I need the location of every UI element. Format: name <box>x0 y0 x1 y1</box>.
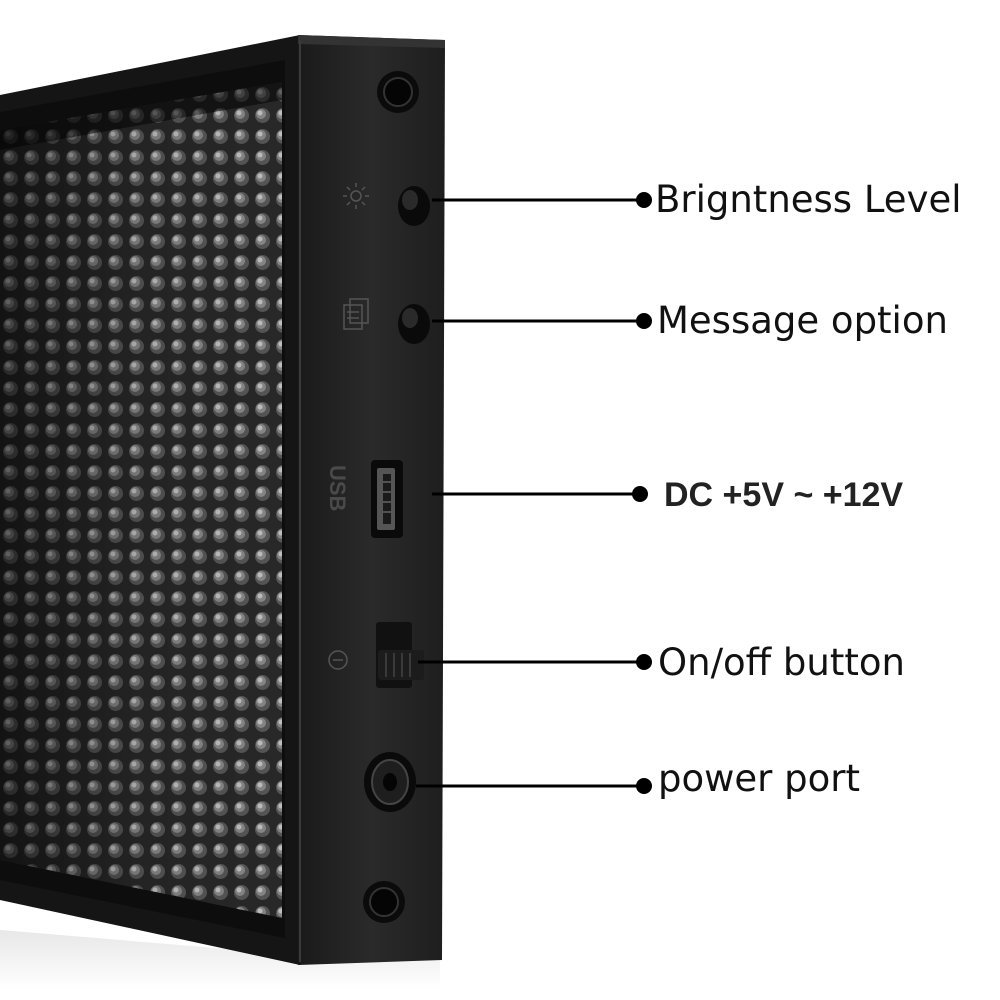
message-option-button[interactable] <box>398 304 430 344</box>
callout-label-message: Message option <box>657 299 948 342</box>
led-matrix <box>0 82 282 918</box>
mounting-hole-bottom <box>363 881 405 923</box>
callout-label-brightness: Brigntness Level <box>655 178 962 221</box>
brightness-button[interactable] <box>398 186 430 226</box>
floor-shadow <box>0 930 440 990</box>
callout-dot-power <box>636 778 652 794</box>
document-stack-icon <box>343 298 369 330</box>
power-symbol-icon <box>328 650 348 670</box>
callout-label-dc: DC +5V ~ +12V <box>664 476 904 514</box>
callout-dot-dc <box>632 486 648 502</box>
callout-label-onoff: On/off button <box>658 641 905 684</box>
mounting-hole-top <box>377 71 419 113</box>
callout-label-power: power port <box>658 757 860 800</box>
power-port[interactable] <box>364 752 416 812</box>
callout-dot-onoff <box>636 654 652 670</box>
on-off-switch[interactable] <box>376 622 424 688</box>
usb-label: USB <box>325 465 350 511</box>
callout-dot-message <box>636 313 652 329</box>
callout-dots <box>632 192 652 794</box>
callout-lines <box>416 198 644 788</box>
callout-dot-brightness <box>636 192 652 208</box>
usb-port[interactable] <box>371 460 403 538</box>
sun-icon <box>343 183 369 209</box>
